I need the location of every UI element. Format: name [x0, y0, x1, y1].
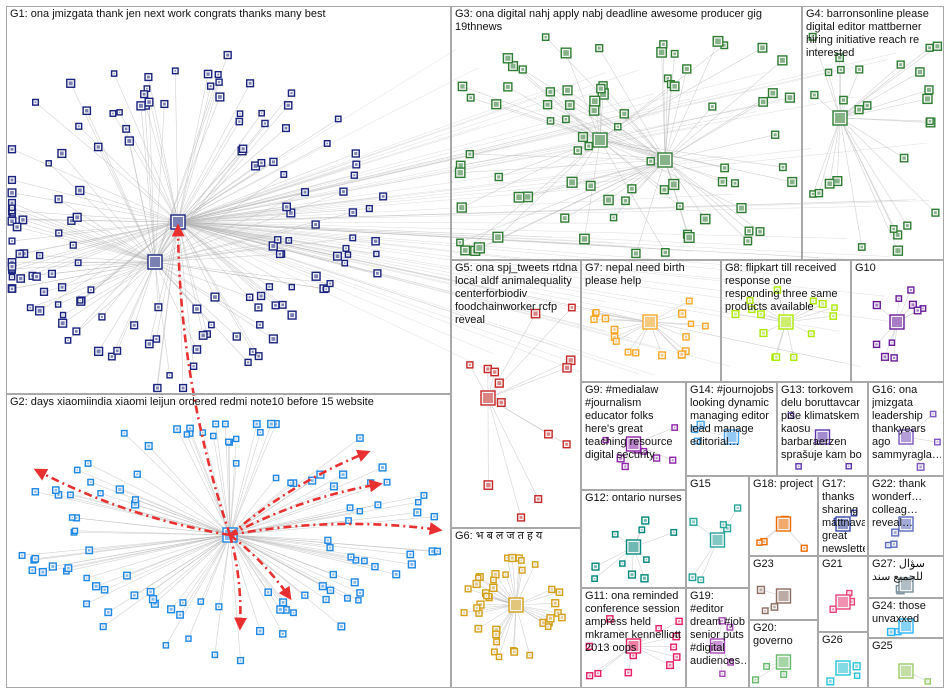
- group-g14: G14: #journojobs looking dynamic managin…: [686, 382, 777, 476]
- group-label: G15: [690, 478, 746, 491]
- group-g13: G13: torkovem delu boruttavcar piše klim…: [777, 382, 868, 476]
- group-g21: G21: [818, 556, 868, 632]
- group-label: G9: #medialaw #journalism educator folks…: [585, 384, 683, 462]
- group-label: G1: ona jmizgata thank jen next work con…: [10, 8, 448, 21]
- group-label: G14: #journojobs looking dynamic managin…: [690, 384, 774, 449]
- group-g19: G19: #editor dream #job senior puts #dig…: [686, 588, 749, 688]
- group-g18: G18: project: [749, 476, 818, 556]
- group-g8: G8: flipkart till received response one …: [721, 260, 851, 382]
- group-label: G19: #editor dream #job senior puts #dig…: [690, 590, 746, 668]
- group-label: G13: torkovem delu boruttavcar piše klim…: [781, 384, 865, 462]
- group-label: G25: [872, 640, 941, 653]
- group-g12: G12: ontario nurses: [581, 490, 686, 588]
- group-label: G24: those unvaxxed: [872, 600, 941, 626]
- group-label: G7: nepal need birth please help: [585, 262, 718, 288]
- group-label: G11: ona reminded conference session amp…: [585, 590, 683, 655]
- group-g4: G4: barronsonline please digital editor …: [802, 6, 944, 260]
- group-g3: G3: ona digital nahj apply nabj deadline…: [451, 6, 802, 260]
- group-g2: G2: days xiaomiindia xiaomi leijun order…: [6, 394, 451, 688]
- group-g23: G23: [749, 556, 818, 620]
- group-label: G17: thanks sharing mattnavarra great ne…: [822, 478, 865, 556]
- group-g27: G27: سؤال للجميع سند: [868, 556, 944, 598]
- group-label: G12: ontario nurses: [585, 492, 683, 505]
- group-g20: G20: governo: [749, 620, 818, 688]
- group-g6: G6: भ ब ल ज त ह य: [451, 528, 581, 688]
- group-label: G22: thank wonderf… colleag… reveal…: [872, 478, 941, 530]
- group-g24: G24: those unvaxxed: [868, 598, 944, 638]
- group-label: G10: [855, 262, 941, 275]
- group-label: G21: [822, 558, 865, 571]
- group-g26: G26: [818, 632, 868, 688]
- group-g15: G15: [686, 476, 749, 588]
- group-label: G16: ona jmizgata leadership thankyears …: [872, 384, 941, 462]
- group-label: G27: سؤال للجميع سند: [872, 558, 941, 584]
- group-label: G8: flipkart till received response one …: [725, 262, 848, 314]
- group-g7: G7: nepal need birth please help: [581, 260, 721, 382]
- group-g17: G17: thanks sharing mattnavarra great ne…: [818, 476, 868, 556]
- group-label: G4: barronsonline please digital editor …: [806, 8, 941, 60]
- group-label: G20: governo: [753, 622, 815, 648]
- group-g9: G9: #medialaw #journalism educator folks…: [581, 382, 686, 490]
- group-label: G26: [822, 634, 865, 647]
- group-g11: G11: ona reminded conference session amp…: [581, 588, 686, 688]
- group-label: G2: days xiaomiindia xiaomi leijun order…: [10, 396, 448, 409]
- group-g10: G10: [851, 260, 944, 382]
- group-label: G18: project: [753, 478, 815, 491]
- group-g1: G1: ona jmizgata thank jen next work con…: [6, 6, 451, 394]
- group-g5: G5: ona spj_tweets rtdna local aldf anim…: [451, 260, 581, 528]
- group-label: G5: ona spj_tweets rtdna local aldf anim…: [455, 262, 578, 327]
- group-g22: G22: thank wonderf… colleag… reveal…: [868, 476, 944, 556]
- group-label: G23: [753, 558, 815, 571]
- group-label: G3: ona digital nahj apply nabj deadline…: [455, 8, 799, 34]
- group-label: G6: भ ब ल ज त ह य: [455, 530, 578, 543]
- group-g25: G25: [868, 638, 944, 688]
- group-g16: G16: ona jmizgata leadership thankyears …: [868, 382, 944, 476]
